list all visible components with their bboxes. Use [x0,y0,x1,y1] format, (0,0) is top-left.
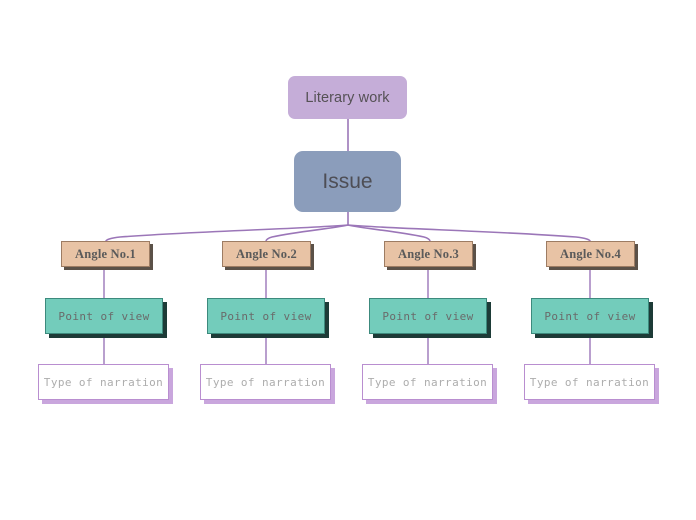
connector-issue-to-angle-3 [347,224,431,242]
node-point-of-view-3[interactable]: Point of view [369,298,487,334]
node-type-of-narration-2[interactable]: Type of narration [200,364,331,400]
node-literary-work[interactable]: Literary work [288,76,407,119]
node-type-of-narration-3[interactable]: Type of narration [362,364,493,400]
node-angle-3[interactable]: Angle No.3 [384,241,473,267]
node-point-of-view-1[interactable]: Point of view [45,298,163,334]
node-type-of-narration-4[interactable]: Type of narration [524,364,655,400]
connector-issue-to-angle-4 [347,224,591,242]
connector-issue-to-angle-2 [265,224,349,242]
node-issue[interactable]: Issue [294,151,401,212]
node-angle-1[interactable]: Angle No.1 [61,241,150,267]
connector-issue-to-angle-1 [105,224,349,242]
node-point-of-view-4[interactable]: Point of view [531,298,649,334]
node-angle-2[interactable]: Angle No.2 [222,241,311,267]
node-type-of-narration-1[interactable]: Type of narration [38,364,169,400]
node-angle-4[interactable]: Angle No.4 [546,241,635,267]
node-point-of-view-2[interactable]: Point of view [207,298,325,334]
